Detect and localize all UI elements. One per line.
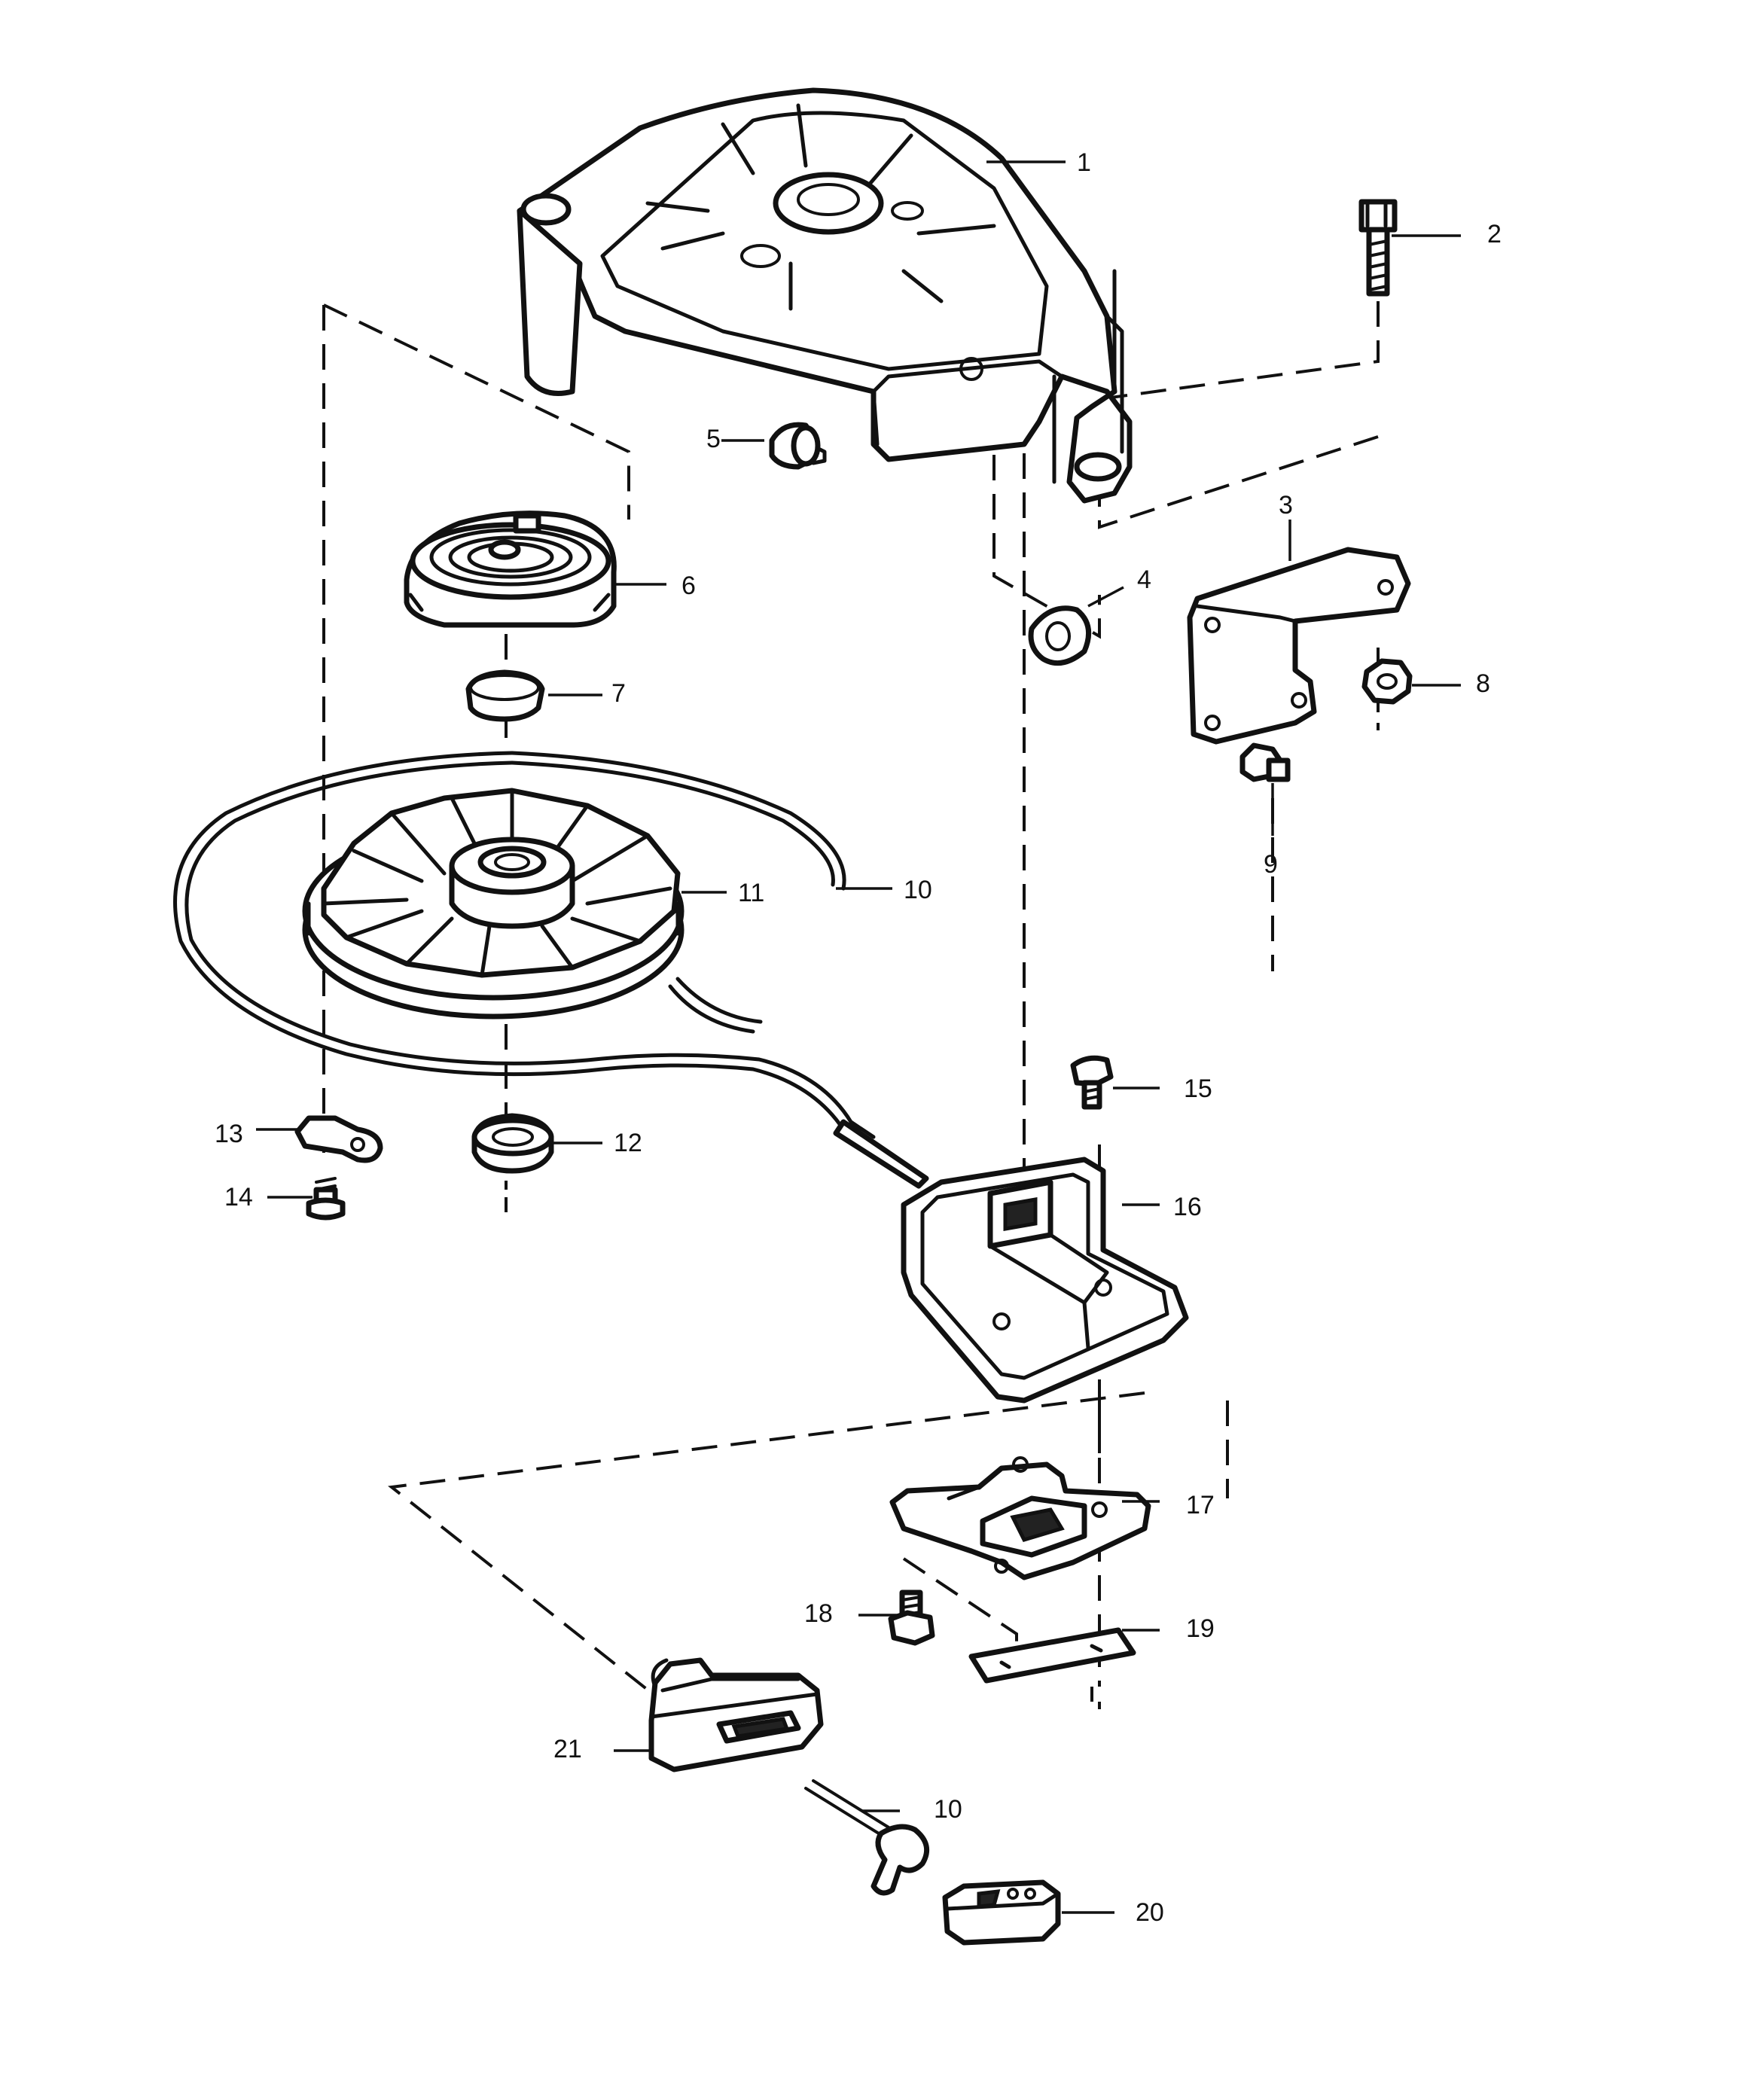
callout-10a: 10 [904, 876, 932, 904]
clip-part-13 [294, 1115, 383, 1163]
callout-14: 14 [224, 1183, 253, 1212]
callout-15: 15 [1184, 1074, 1212, 1103]
washer-part-12 [471, 1113, 554, 1174]
callout-labels: 1 2 3 4 5 6 7 8 9 10 11 12 13 14 15 16 1… [215, 148, 1502, 1927]
callout-7: 7 [611, 679, 626, 708]
pulley-part-11 [302, 788, 685, 1020]
cap-part-7 [465, 669, 545, 722]
bar-part-19 [968, 1627, 1136, 1684]
handle-part-21 [648, 1657, 824, 1772]
callout-3: 3 [1279, 491, 1293, 520]
spring-housing-part-6 [404, 511, 617, 628]
callout-5: 5 [706, 425, 721, 453]
callout-1: 1 [1077, 148, 1091, 177]
callout-11: 11 [738, 879, 764, 907]
callout-19: 19 [1186, 1614, 1215, 1643]
callout-13: 13 [215, 1120, 243, 1148]
plate-part-17 [889, 1456, 1151, 1580]
starter-rope-part-10 [173, 751, 929, 1189]
starter-housing-part-1 [517, 87, 1133, 504]
callout-21: 21 [553, 1735, 582, 1763]
callout-10b: 10 [934, 1795, 962, 1824]
nut-part-8 [1361, 658, 1413, 705]
callout-9: 9 [1264, 850, 1278, 879]
grommet-part-5 [769, 422, 827, 470]
bolt-part-2 [1358, 199, 1398, 297]
washer-part-4 [1028, 605, 1092, 666]
callout-16: 16 [1173, 1193, 1202, 1221]
callout-4: 4 [1137, 565, 1151, 594]
callout-17: 17 [1186, 1491, 1215, 1519]
bracket-part-3 [1187, 547, 1411, 745]
callout-20: 20 [1136, 1898, 1164, 1927]
screw-part-14 [306, 1177, 346, 1221]
anchor-part-20 [942, 1879, 1061, 1946]
callout-12: 12 [614, 1129, 642, 1157]
callout-2: 2 [1487, 220, 1502, 248]
callout-18: 18 [804, 1599, 833, 1628]
callout-6: 6 [681, 571, 696, 600]
screw-part-15 [1070, 1055, 1114, 1110]
rope-segment-part-10 [804, 1779, 930, 1896]
rope-guide-part-16 [901, 1157, 1189, 1404]
screw-part-9 [1239, 742, 1291, 782]
screw-part-18 [888, 1589, 935, 1646]
callout-8: 8 [1476, 669, 1490, 698]
leader-lines [256, 160, 1461, 1914]
